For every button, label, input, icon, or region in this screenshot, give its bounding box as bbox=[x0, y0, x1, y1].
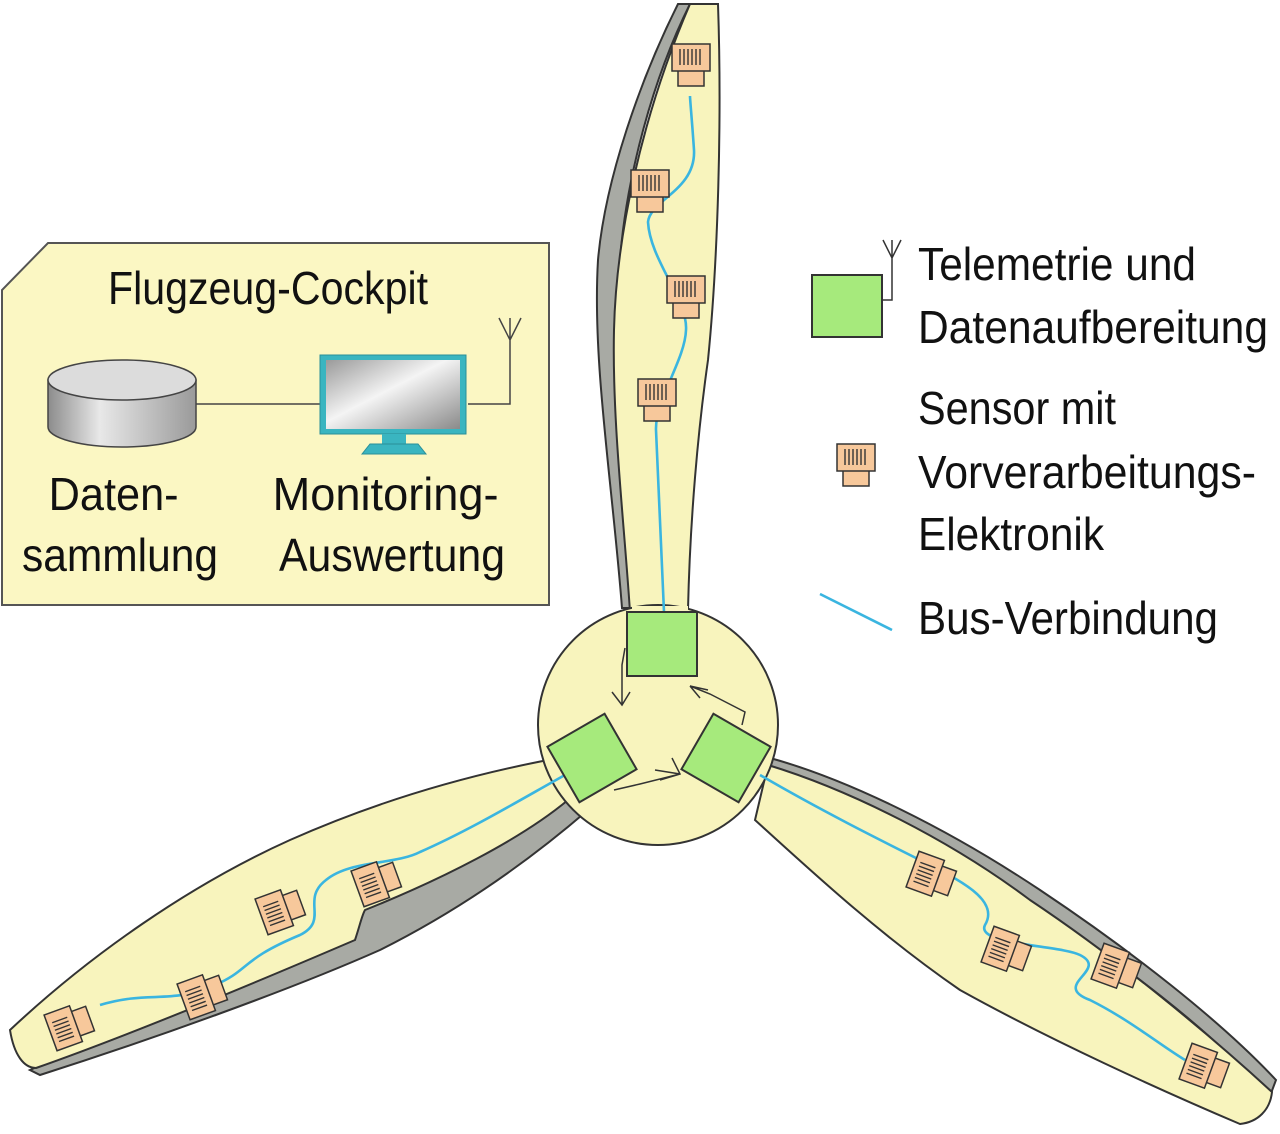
datasammlung-label: Daten- sammlung bbox=[22, 468, 218, 581]
blade-top bbox=[595, 3, 721, 614]
datasammlung-line1: Daten- bbox=[49, 468, 179, 520]
legend-bus-label: Bus-Verbindung bbox=[918, 592, 1218, 644]
telemetry-unit-right bbox=[680, 712, 772, 804]
legend-telemetry-line2: Datenaufbereitung bbox=[918, 301, 1268, 353]
monitoring-line1: Monitoring- bbox=[273, 468, 499, 520]
legend-sensor-icon bbox=[836, 443, 876, 487]
legend-telemetry-swatch bbox=[811, 274, 883, 338]
legend-sensor-label: Sensor mit Vorverarbeitungs- Elektronik bbox=[918, 382, 1269, 560]
cockpit-title: Flugzeug-Cockpit bbox=[108, 262, 428, 314]
telemetry-unit-top bbox=[626, 611, 698, 677]
monitor-icon bbox=[319, 354, 467, 455]
datasammlung-line2: sammlung bbox=[22, 529, 218, 581]
sensor-icon bbox=[671, 43, 711, 87]
telemetry-units bbox=[546, 611, 772, 804]
cockpit-panel: Flugzeug-Cockpit Daten- sammlung Monitor… bbox=[0, 242, 550, 606]
sensor-icon bbox=[630, 169, 670, 213]
monitoring-label: Monitoring- Auswertung bbox=[273, 468, 512, 581]
legend-telemetry-line1: Telemetrie und bbox=[918, 238, 1196, 290]
blade-top-body bbox=[612, 3, 721, 614]
legend-bus: Bus-Verbindung bbox=[819, 592, 1218, 644]
sensor-icon bbox=[666, 275, 706, 319]
legend-bus-swatch bbox=[819, 592, 893, 632]
legend-telemetry-label: Telemetrie und Datenaufbereitung bbox=[918, 238, 1268, 353]
legend-sensor-line1: Sensor mit bbox=[918, 382, 1116, 434]
database-icon bbox=[47, 359, 197, 448]
monitoring-line2: Auswertung bbox=[279, 529, 505, 581]
legend-sensor-line3: Elektronik bbox=[918, 508, 1105, 560]
sensor-icon bbox=[637, 378, 677, 422]
legend: Telemetrie und Datenaufbereitung Sensor … bbox=[811, 238, 1269, 644]
telemetry-unit-left bbox=[546, 712, 638, 804]
legend-sensor: Sensor mit Vorverarbeitungs- Elektronik bbox=[836, 382, 1269, 560]
legend-sensor-line2: Vorverarbeitungs- bbox=[918, 446, 1256, 498]
legend-telemetry: Telemetrie und Datenaufbereitung bbox=[811, 238, 1268, 353]
bus-line-top bbox=[646, 95, 696, 613]
